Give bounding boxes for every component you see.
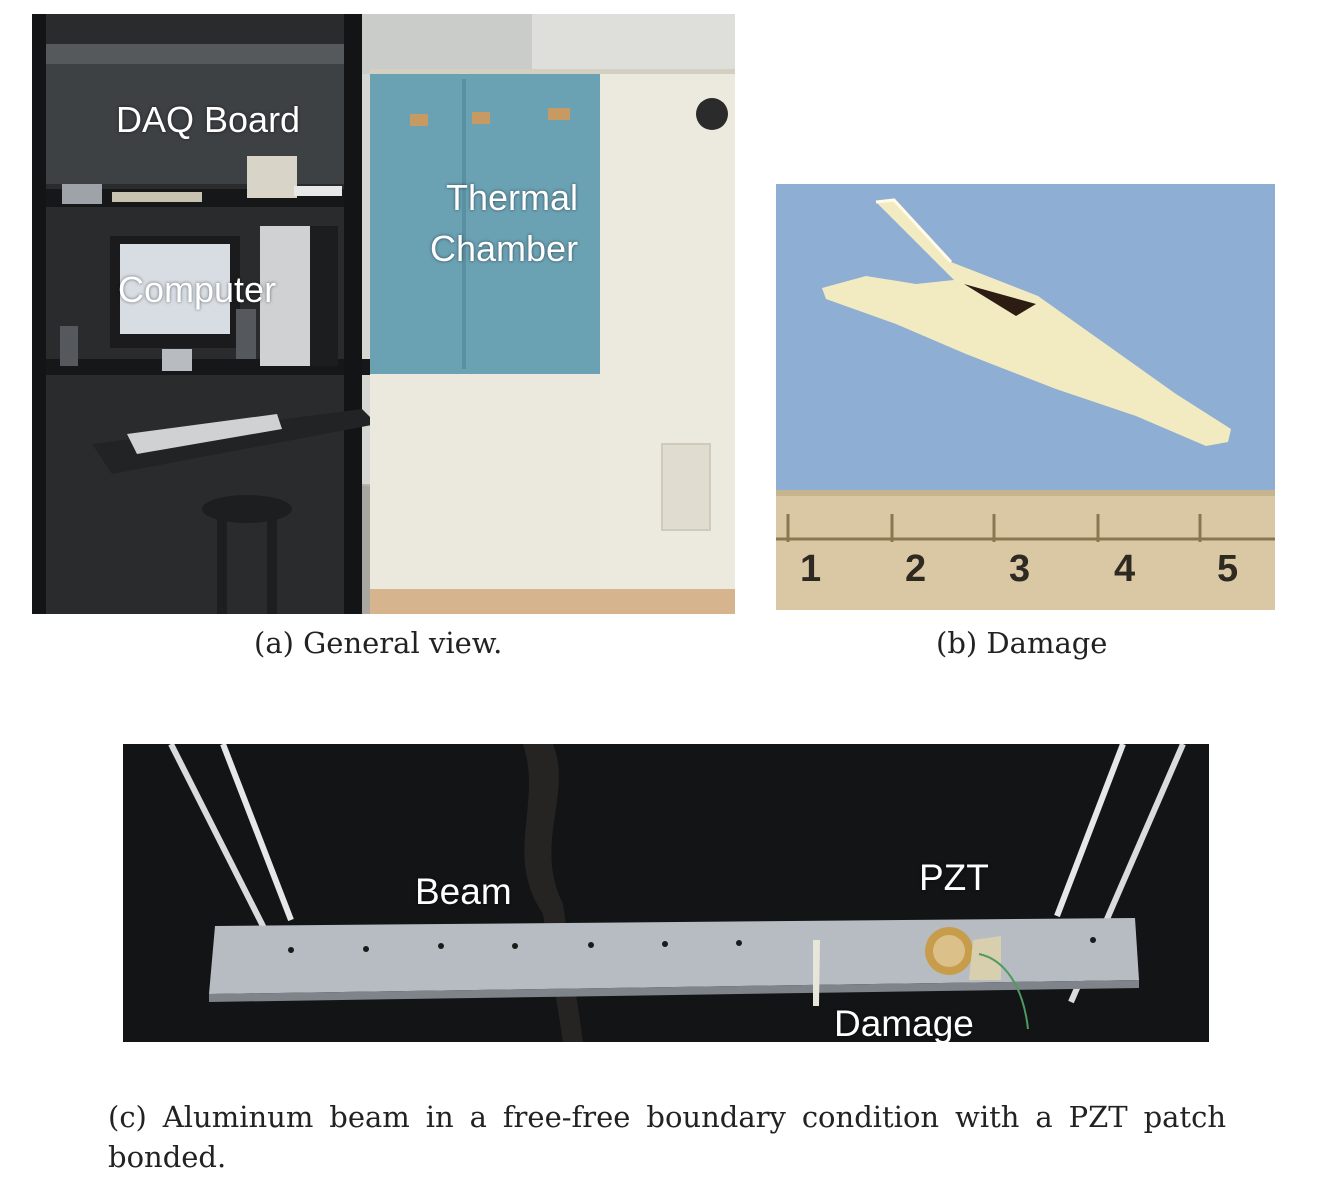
pzt-label: PZT [919, 857, 989, 898]
panel-b-photo: 1 2 3 4 5 [776, 184, 1275, 610]
damage-label: Damage [834, 1003, 974, 1042]
caption-c-line2: bonded. [108, 1140, 227, 1174]
ruler-number-2: 2 [905, 548, 927, 590]
caption-c-line1: (c) Aluminum beam in a free-free boundar… [108, 1100, 1226, 1134]
beam-label: Beam [415, 871, 512, 912]
ruler-ticks [776, 514, 1275, 542]
caption-a: (a) General view. [254, 626, 503, 660]
ruler-number-1: 1 [800, 548, 822, 590]
ruler-number-3: 3 [1009, 548, 1031, 590]
caption-c: (c) Aluminum beam in a free-free boundar… [108, 1097, 1226, 1177]
panel-c-photo: Beam PZT Damage [123, 744, 1209, 1042]
daq-board-label: DAQ Board [116, 99, 301, 140]
lab-setup-illustration [32, 14, 735, 614]
thermal-chamber-label-line2: Chamber [430, 228, 579, 269]
caption-b: (b) Damage [936, 626, 1108, 660]
beam-illustration [123, 744, 1209, 1042]
ruler-number-4: 4 [1114, 548, 1136, 590]
thermal-chamber-label-line1: Thermal [446, 177, 579, 218]
panel-a-photo: DAQ Board Thermal Chamber Computer [32, 14, 735, 614]
computer-label: Computer [118, 269, 277, 310]
ruler-number-5: 5 [1217, 548, 1239, 590]
damage-clip-illustration [776, 184, 1275, 610]
